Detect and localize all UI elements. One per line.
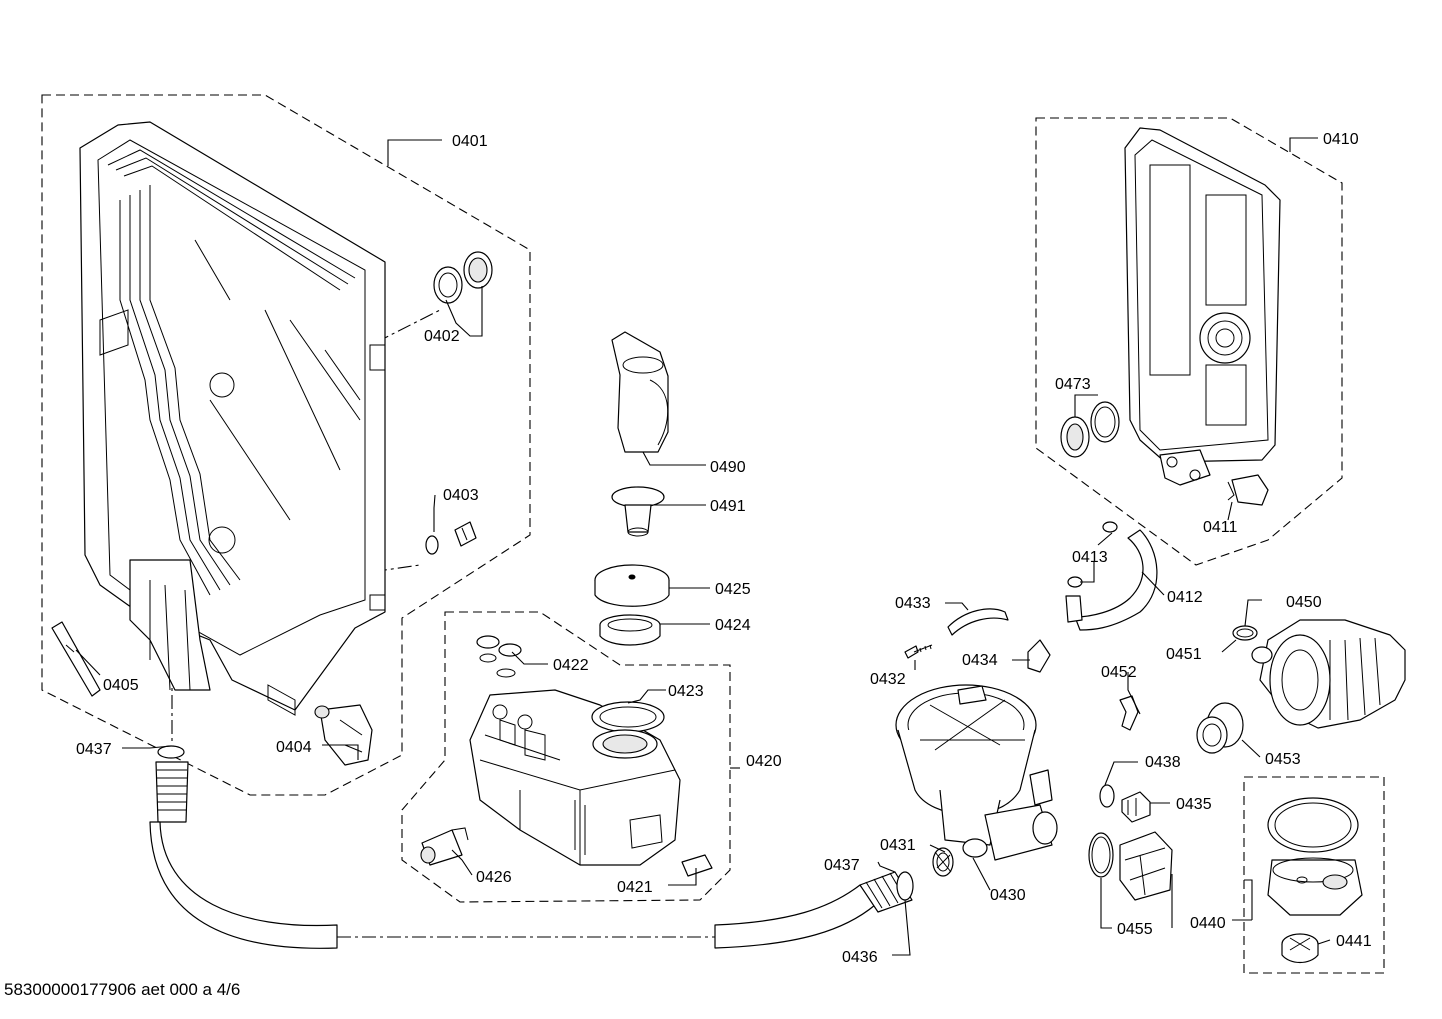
label-0404: 0404 bbox=[276, 739, 312, 756]
hose-centerline bbox=[171, 645, 715, 938]
label-0430: 0430 bbox=[990, 887, 1026, 904]
label-0436: 0436 bbox=[842, 949, 878, 966]
label-0432: 0432 bbox=[870, 671, 906, 688]
part-labels: 0401 0402 0403 0404 0405 0410 0411 0412 … bbox=[76, 131, 1372, 966]
label-0422: 0422 bbox=[553, 657, 589, 674]
seal-0455-ring bbox=[1088, 832, 1114, 878]
clip-0421 bbox=[681, 854, 713, 877]
impeller-0441 bbox=[1281, 933, 1319, 964]
part-0452 bbox=[1119, 695, 1139, 731]
clip-0434 bbox=[1027, 639, 1051, 673]
hose-0412 bbox=[1065, 529, 1158, 631]
valve-0404 bbox=[314, 704, 373, 766]
screw-0432 bbox=[904, 644, 933, 659]
ring-0431 bbox=[932, 847, 954, 877]
label-0424: 0424 bbox=[715, 617, 751, 634]
label-0410: 0410 bbox=[1323, 131, 1359, 148]
cover-0410 bbox=[1124, 127, 1281, 486]
bolt-0403 bbox=[425, 521, 477, 555]
side-panel-0401 bbox=[79, 121, 386, 716]
label-0426: 0426 bbox=[476, 869, 512, 886]
sensor-0435 bbox=[1121, 791, 1151, 823]
label-0437-top: 0437 bbox=[76, 741, 112, 758]
heater-ring-0423 bbox=[591, 701, 665, 759]
label-0401: 0401 bbox=[452, 133, 488, 150]
label-0420: 0420 bbox=[746, 753, 782, 770]
label-0441: 0441 bbox=[1336, 933, 1372, 950]
drain-hose-0436 bbox=[149, 745, 914, 949]
label-0411: 0411 bbox=[1203, 519, 1238, 536]
funnel-0491 bbox=[611, 486, 665, 537]
label-0490: 0490 bbox=[710, 459, 746, 476]
seal-0402 bbox=[433, 251, 493, 304]
label-0425: 0425 bbox=[715, 581, 751, 598]
valve-0426 bbox=[420, 827, 469, 866]
label-0435: 0435 bbox=[1176, 796, 1212, 813]
document-id-footer: 58300000177906 aet 000 a 4/6 bbox=[4, 980, 241, 999]
clip-0433 bbox=[947, 608, 1009, 636]
label-0440: 0440 bbox=[1190, 915, 1226, 932]
cap-0425 bbox=[594, 564, 670, 607]
label-0402: 0402 bbox=[424, 328, 460, 345]
seals-0422 bbox=[476, 635, 522, 678]
label-0431: 0431 bbox=[880, 837, 916, 854]
clip-0405 bbox=[51, 621, 101, 697]
label-0412: 0412 bbox=[1167, 589, 1203, 606]
seal-0473 bbox=[1060, 401, 1120, 458]
label-0455: 0455 bbox=[1117, 921, 1153, 938]
label-0413: 0413 bbox=[1072, 549, 1108, 566]
label-0453: 0453 bbox=[1265, 751, 1301, 768]
label-0421: 0421 bbox=[617, 879, 653, 896]
pump-pot-0430 bbox=[895, 684, 1058, 861]
funnel-0490 bbox=[611, 331, 669, 453]
label-0405: 0405 bbox=[103, 677, 139, 694]
heat-pump-0450 bbox=[1251, 619, 1406, 729]
label-0473: 0473 bbox=[1055, 376, 1091, 393]
label-0437-bottom: 0437 bbox=[824, 857, 860, 874]
label-0451: 0451 bbox=[1166, 646, 1202, 663]
clamp-0451 bbox=[1232, 625, 1258, 641]
group-outline-0410 bbox=[1035, 117, 1343, 566]
label-0433: 0433 bbox=[895, 595, 931, 612]
group-outline-0420 bbox=[401, 611, 731, 903]
label-0491: 0491 bbox=[710, 498, 746, 515]
group-outline-0401 bbox=[41, 94, 531, 796]
filter-0440 bbox=[1267, 797, 1363, 916]
ring-0424 bbox=[599, 614, 661, 646]
sensor-0411 bbox=[1227, 474, 1269, 506]
label-0438: 0438 bbox=[1145, 754, 1181, 771]
label-0450: 0450 bbox=[1286, 594, 1322, 611]
label-0403: 0403 bbox=[443, 487, 479, 504]
pump-0455 bbox=[1119, 831, 1173, 901]
leader-lines bbox=[75, 137, 1331, 956]
label-0434: 0434 bbox=[962, 652, 998, 669]
label-0423: 0423 bbox=[668, 683, 704, 700]
group-outline-0440 bbox=[1243, 776, 1385, 974]
label-0452: 0452 bbox=[1101, 664, 1137, 681]
seal-0453 bbox=[1196, 702, 1244, 754]
seal-0438 bbox=[1099, 784, 1115, 808]
